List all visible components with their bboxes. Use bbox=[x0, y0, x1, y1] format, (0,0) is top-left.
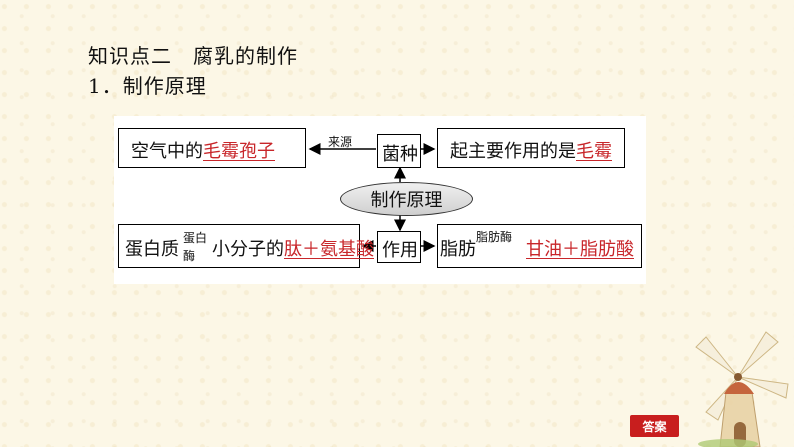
fat-substrate: 脂肪 bbox=[440, 239, 476, 260]
main-strain-text: 起主要作用的是 bbox=[450, 141, 576, 162]
source-box: 空气中的毛霉孢子 bbox=[118, 128, 306, 168]
protein-box: 蛋白质 蛋白 酶 小分子的肽＋氨基酸 bbox=[118, 224, 374, 268]
main-strain-answer: 毛霉 bbox=[576, 141, 612, 162]
protein-product-text: 小分子的 bbox=[212, 239, 284, 260]
protein-substrate: 蛋白质 bbox=[125, 239, 179, 260]
source-label: 来源 bbox=[328, 135, 353, 149]
protein-enzyme-top: 蛋白 bbox=[183, 231, 208, 245]
fat-box: 脂肪 脂肪酶 甘油＋脂肪酸 bbox=[437, 224, 642, 268]
fat-enzyme: 脂肪酶 bbox=[476, 230, 513, 244]
main-strain-box: 起主要作用的是毛霉 bbox=[437, 128, 625, 168]
protein-enzyme-bottom: 酶 bbox=[183, 249, 196, 263]
function-box: 作用 bbox=[377, 231, 421, 263]
source-answer: 毛霉孢子 bbox=[203, 141, 275, 162]
source-text: 空气中的 bbox=[131, 141, 203, 162]
protein-answer: 肽＋氨基酸 bbox=[284, 239, 374, 260]
subsection-title: 1．制作原理 bbox=[88, 74, 207, 98]
windmill-icon bbox=[695, 331, 789, 447]
strain-box: 菌种 bbox=[377, 134, 421, 168]
answer-button[interactable]: 答案 bbox=[630, 415, 679, 437]
principle-diagram: 来源 空气中的毛霉孢子 菌种 起主要作用的是毛霉 制作原理 作用 蛋白质 蛋白 … bbox=[114, 116, 646, 284]
center-ellipse: 制作原理 bbox=[340, 182, 473, 216]
protein-product: 小分子的肽＋氨基酸 bbox=[212, 235, 374, 261]
fat-answer: 甘油＋脂肪酸 bbox=[526, 239, 634, 260]
section-title: 知识点二 腐乳的制作 bbox=[88, 44, 298, 68]
